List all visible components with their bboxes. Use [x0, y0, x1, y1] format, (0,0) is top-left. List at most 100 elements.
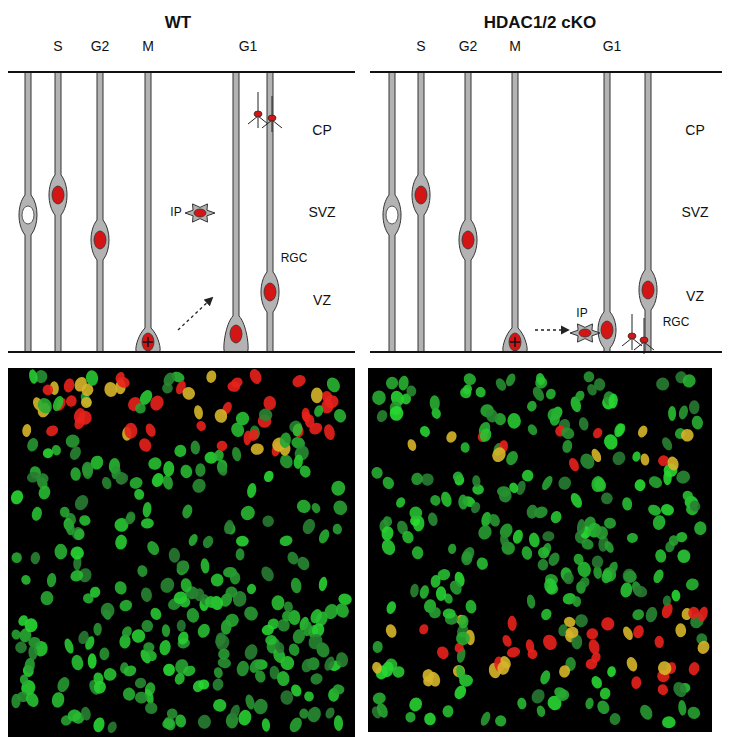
stained-nucleus	[501, 634, 514, 649]
stained-nucleus	[458, 494, 468, 509]
stained-nucleus	[122, 664, 138, 679]
stained-nucleus	[330, 480, 346, 497]
stained-nucleus	[100, 476, 113, 491]
stained-nucleus	[148, 393, 166, 412]
stained-nucleus	[263, 396, 276, 411]
stained-nucleus	[223, 611, 241, 629]
stained-nucleus	[62, 377, 75, 393]
phase-label: M	[509, 39, 521, 53]
stained-nucleus	[539, 669, 552, 686]
neuron	[248, 92, 268, 128]
stained-nucleus	[677, 549, 691, 564]
stained-nucleus	[478, 427, 493, 444]
stained-nucleus	[647, 474, 664, 490]
stained-nucleus	[209, 572, 226, 589]
stained-nucleus	[424, 712, 437, 726]
stained-nucleus	[691, 415, 704, 431]
stained-nucleus	[261, 718, 271, 732]
zone-label: SVZ	[681, 205, 708, 219]
radial-glia-cell	[91, 72, 109, 352]
stained-nucleus	[651, 568, 665, 585]
stained-nucleus	[185, 607, 200, 624]
stained-nucleus	[144, 422, 158, 438]
stained-nucleus	[335, 651, 350, 668]
stained-nucleus	[198, 679, 210, 690]
stained-nucleus	[584, 371, 595, 382]
stained-nucleus	[195, 463, 205, 477]
stained-nucleus	[276, 670, 290, 686]
stained-nucleus	[310, 502, 322, 515]
stained-nucleus	[619, 581, 633, 598]
stained-nucleus	[73, 527, 86, 541]
stained-nucleus	[442, 705, 454, 718]
stained-nucleus	[580, 537, 595, 551]
stained-nucleus	[247, 428, 260, 443]
stained-nucleus	[495, 715, 506, 726]
stained-nucleus	[10, 628, 22, 640]
neuron	[262, 96, 282, 132]
stained-nucleus	[113, 580, 129, 597]
stained-nucleus	[681, 372, 698, 389]
stained-nucleus	[406, 438, 418, 452]
nucleus	[509, 333, 521, 351]
stained-nucleus	[92, 679, 108, 696]
stained-nucleus	[231, 446, 243, 462]
stained-nucleus	[372, 390, 387, 406]
stained-nucleus	[89, 586, 101, 599]
stained-nucleus	[407, 504, 424, 521]
stained-nucleus	[331, 499, 349, 517]
stained-nucleus	[118, 598, 134, 613]
stained-nucleus	[632, 584, 648, 599]
migration-arrow	[535, 329, 568, 330]
stained-nucleus	[145, 702, 158, 714]
stained-nucleus	[324, 706, 337, 720]
stained-nucleus	[162, 718, 175, 729]
stained-nucleus	[161, 474, 174, 491]
stained-nucleus	[136, 564, 148, 578]
radial-glia-cell	[19, 72, 37, 352]
stained-nucleus	[114, 534, 128, 551]
stained-nucleus	[636, 424, 649, 439]
pial-surface	[8, 71, 355, 73]
stained-nucleus	[409, 583, 419, 598]
stained-nucleus	[179, 464, 193, 480]
stained-nucleus	[614, 422, 627, 438]
intermediate-progenitor	[185, 204, 215, 222]
stained-nucleus	[671, 680, 689, 700]
cell-label: IP	[576, 307, 587, 319]
stained-nucleus	[621, 625, 635, 642]
stained-nucleus	[143, 642, 155, 653]
stained-nucleus	[99, 647, 109, 660]
stained-nucleus	[494, 376, 509, 392]
stained-nucleus	[72, 407, 87, 425]
radial-glia-cell	[49, 72, 67, 352]
stained-nucleus	[229, 421, 245, 439]
stained-nucleus	[496, 660, 511, 676]
stained-nucleus	[168, 547, 180, 563]
nucleus	[94, 231, 106, 249]
stained-nucleus	[677, 404, 689, 420]
stained-nucleus	[634, 479, 646, 492]
stained-nucleus	[484, 407, 500, 424]
stained-nucleus	[595, 525, 610, 540]
stained-nucleus	[205, 369, 217, 383]
stained-nucleus	[574, 389, 587, 403]
stained-nucleus	[511, 528, 524, 544]
stained-nucleus	[430, 574, 442, 588]
stained-nucleus	[173, 671, 186, 686]
stained-nucleus	[602, 433, 619, 451]
stained-nucleus	[123, 511, 137, 526]
stained-nucleus	[122, 686, 137, 701]
stained-nucleus	[590, 651, 603, 665]
stained-nucleus	[589, 674, 604, 690]
stained-nucleus	[40, 591, 53, 606]
stained-nucleus	[141, 518, 155, 529]
stained-nucleus	[20, 674, 29, 685]
chromosomes	[510, 337, 520, 347]
stained-nucleus	[36, 473, 49, 484]
stained-nucleus	[535, 372, 546, 386]
panel-title: WT	[165, 14, 191, 31]
stained-nucleus	[656, 682, 670, 696]
pial-surface	[370, 71, 722, 73]
stained-nucleus	[638, 703, 655, 722]
